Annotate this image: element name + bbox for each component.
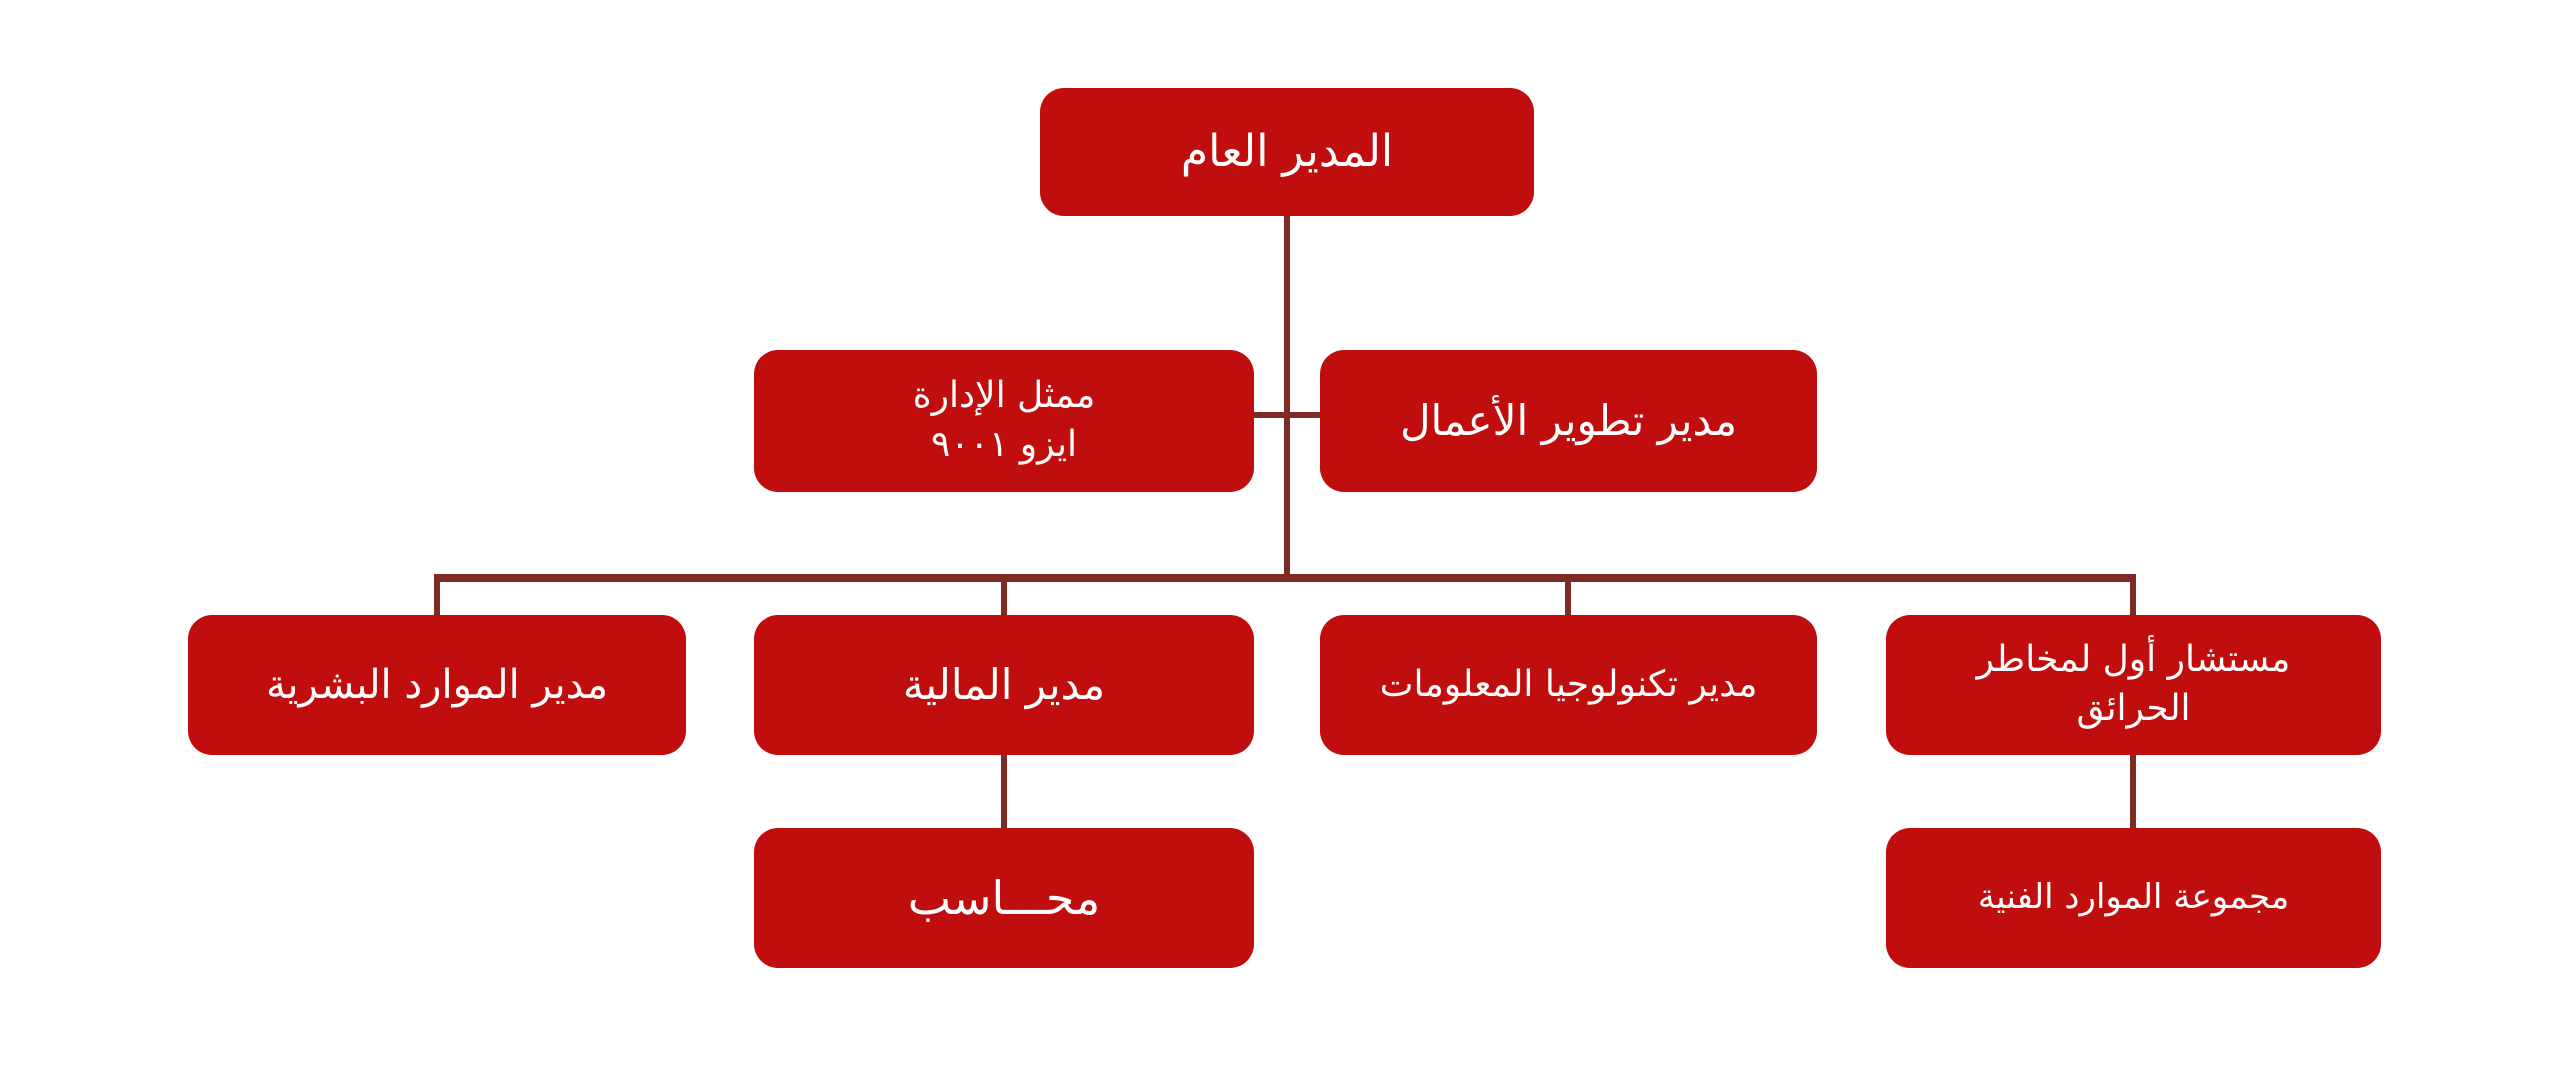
connector-fire-to-tech-resources bbox=[2130, 755, 2136, 828]
connector-drop-finance bbox=[1001, 578, 1007, 615]
node-management-rep-iso-9001: ممثل الإدارة ايزو ٩٠٠١ bbox=[754, 350, 1254, 492]
node-general-manager: المدير العام bbox=[1040, 88, 1534, 216]
node-accountant: محـــاسب bbox=[754, 828, 1254, 968]
node-senior-fire-risk-consultant: مستشار أول لمخاطر الحرائق bbox=[1886, 615, 2381, 755]
connector-stub-iso-rep bbox=[1254, 412, 1287, 418]
connector-finance-to-accountant bbox=[1001, 755, 1007, 828]
node-hr-manager: مدير الموارد البشرية bbox=[188, 615, 686, 755]
connector-drop-fire-consultant bbox=[2130, 578, 2136, 615]
connector-trunk-vertical bbox=[1284, 216, 1290, 582]
node-finance-manager: مدير المالية bbox=[754, 615, 1254, 755]
node-technical-resources-group: مجموعة الموارد الفنية bbox=[1886, 828, 2381, 968]
connector-drop-it bbox=[1565, 578, 1571, 615]
node-business-development-manager: مدير تطوير الأعمال bbox=[1320, 350, 1817, 492]
node-it-manager: مدير تكنولوجيا المعلومات bbox=[1320, 615, 1817, 755]
connector-stub-business-dev bbox=[1287, 412, 1320, 418]
connector-distribution-rail bbox=[434, 574, 2136, 582]
connector-drop-hr bbox=[434, 578, 440, 615]
